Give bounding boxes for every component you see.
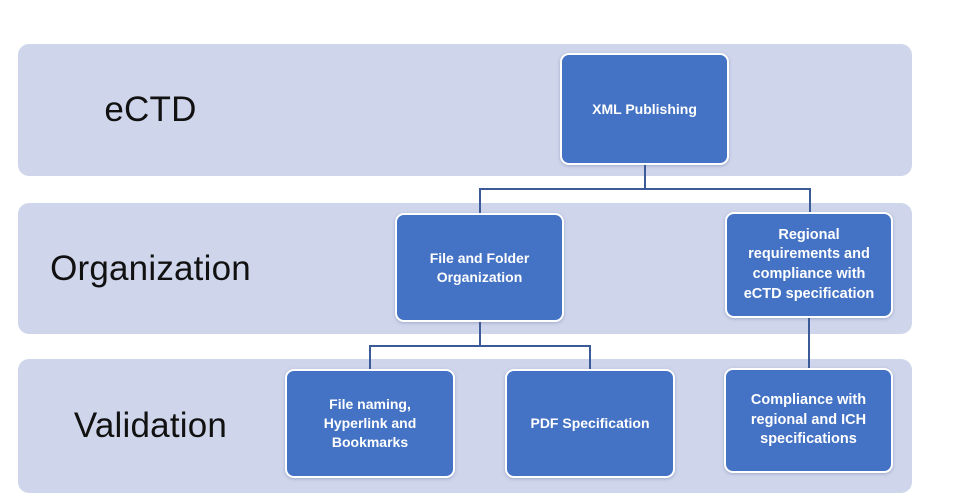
band-label-organization: Organization: [50, 248, 251, 288]
connector-drop-filefolder: [479, 188, 481, 214]
connector-drop-pdf: [589, 345, 591, 370]
node-file-naming-hyperlink-bookmarks-label: File naming, Hyperlink and Bookmarks: [323, 396, 417, 450]
connector-drop-regional: [809, 188, 811, 213]
connector-xml-stem: [644, 165, 646, 189]
band-label-validation: Validation: [73, 406, 228, 445]
band-ectd: eCTD: [18, 44, 912, 176]
connector-filefolder-children-bar: [369, 345, 591, 347]
connector-drop-filenaming: [369, 345, 371, 370]
node-file-and-folder-organization-label: File and Folder Organization: [429, 249, 530, 285]
band-label-ectd: eCTD: [104, 90, 197, 129]
node-pdf-specification: PDF Specification: [505, 369, 675, 478]
node-compliance-regional-ich-label: Compliance with regional and ICH specifi…: [750, 392, 867, 448]
node-regional-requirements: Regional requirements and compliance wit…: [725, 212, 893, 318]
node-file-and-folder-organization: File and Folder Organization: [395, 213, 564, 322]
connector-xml-children-bar: [479, 188, 811, 190]
node-file-naming-hyperlink-bookmarks: File naming, Hyperlink and Bookmarks: [285, 369, 455, 478]
connector-filefolder-stem: [479, 322, 481, 347]
node-compliance-regional-ich: Compliance with regional and ICH specifi…: [724, 368, 893, 473]
connector-regional-to-compliance: [808, 318, 810, 369]
node-xml-publishing: XML Publishing: [560, 53, 729, 165]
node-xml-publishing-label: XML Publishing: [592, 100, 697, 117]
node-regional-requirements-label: Regional requirements and compliance wit…: [743, 226, 875, 302]
node-pdf-specification-label: PDF Specification: [530, 415, 650, 432]
